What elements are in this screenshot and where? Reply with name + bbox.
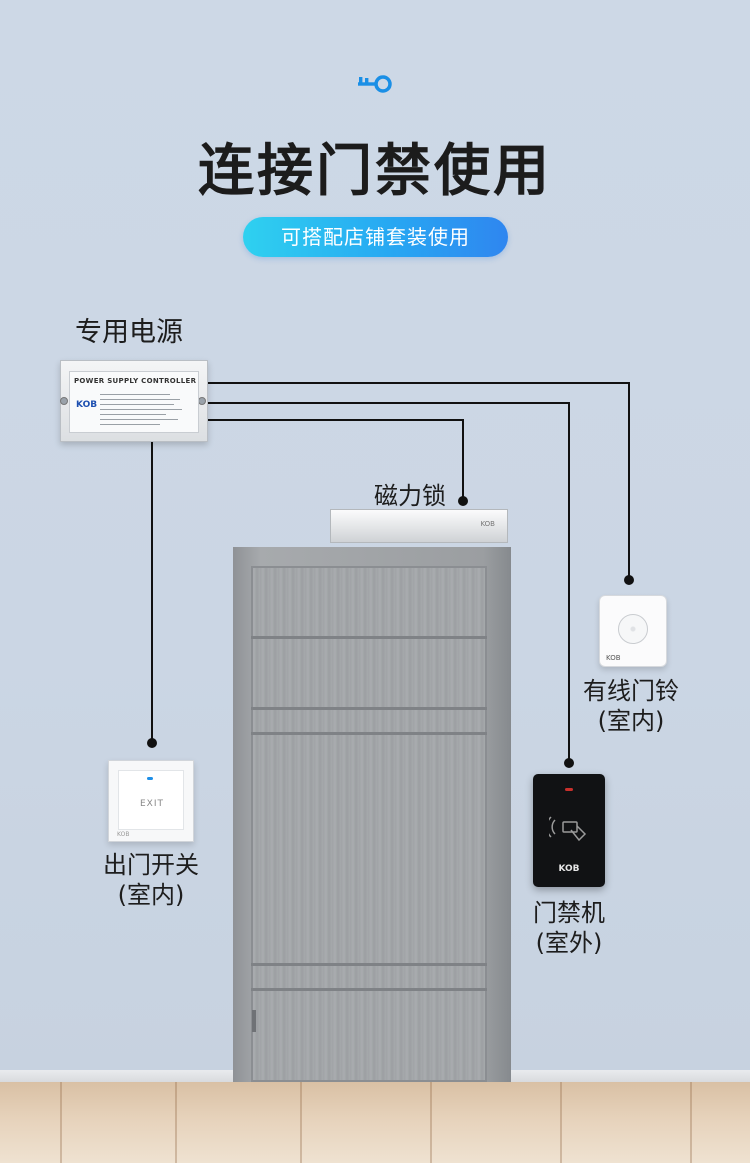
key-icon <box>358 75 392 93</box>
exit-button-brand: KOB <box>117 831 130 838</box>
exit-button-device: EXIT KOB <box>108 760 194 842</box>
door-groove <box>251 988 487 991</box>
maglock-brand: KOB <box>480 520 495 528</box>
doorbell-label: 有线门铃 (室内) <box>576 676 686 736</box>
wire-end-doorbell <box>624 575 634 585</box>
reader-led <box>565 788 573 791</box>
wire-maglock <box>206 419 464 500</box>
wired-doorbell: KOB <box>599 595 667 667</box>
wire-end-maglock <box>458 496 468 506</box>
wire-reader <box>206 402 570 762</box>
reader-brand: KOB <box>558 864 580 874</box>
door-hinge <box>252 1010 256 1032</box>
exit-button-label-line2: (室内) <box>117 881 185 909</box>
wood-floor <box>0 1082 750 1163</box>
wire-end-reader <box>564 758 574 768</box>
door-groove <box>251 707 487 710</box>
speaker-icon <box>618 614 648 644</box>
power-supply-label: 专用电源 <box>75 317 183 348</box>
power-supply-unit: POWER SUPPLY CONTROLLER KOB <box>60 360 208 442</box>
exit-button-led <box>147 777 153 780</box>
doorbell-brand: KOB <box>606 654 621 662</box>
doorbell-label-line2: (室内) <box>597 707 665 735</box>
exit-button-text: EXIT <box>139 799 164 809</box>
magnetic-lock: KOB <box>330 509 508 543</box>
door-groove <box>251 963 487 966</box>
exit-button-label: 出门开关 (室内) <box>96 850 206 910</box>
door-groove <box>251 636 487 639</box>
access-reader-label: 门禁机 (室外) <box>514 898 624 958</box>
page-title: 连接门禁使用 <box>198 139 552 204</box>
psu-brand-logo: KOB <box>76 400 98 410</box>
doorbell-label-line1: 有线门铃 <box>583 677 679 705</box>
access-reader-label-line1: 门禁机 <box>533 899 605 927</box>
psu-plate-title: POWER SUPPLY CONTROLLER <box>74 377 197 385</box>
access-control-reader: KOB <box>533 774 605 887</box>
subtitle-badge: 可搭配店铺套装使用 <box>243 217 508 257</box>
wire-end-exit-button <box>147 738 157 748</box>
exit-button-label-line1: 出门开关 <box>103 851 199 879</box>
access-reader-label-line2: (室外) <box>535 929 603 957</box>
exit-button-face: EXIT <box>118 770 184 830</box>
card-swipe-icon <box>549 816 587 842</box>
door <box>251 566 487 1082</box>
door-groove <box>251 732 487 735</box>
wire-doorbell <box>206 382 630 578</box>
magnetic-lock-label: 磁力锁 <box>374 482 446 510</box>
psu-nameplate: POWER SUPPLY CONTROLLER KOB <box>69 371 199 433</box>
